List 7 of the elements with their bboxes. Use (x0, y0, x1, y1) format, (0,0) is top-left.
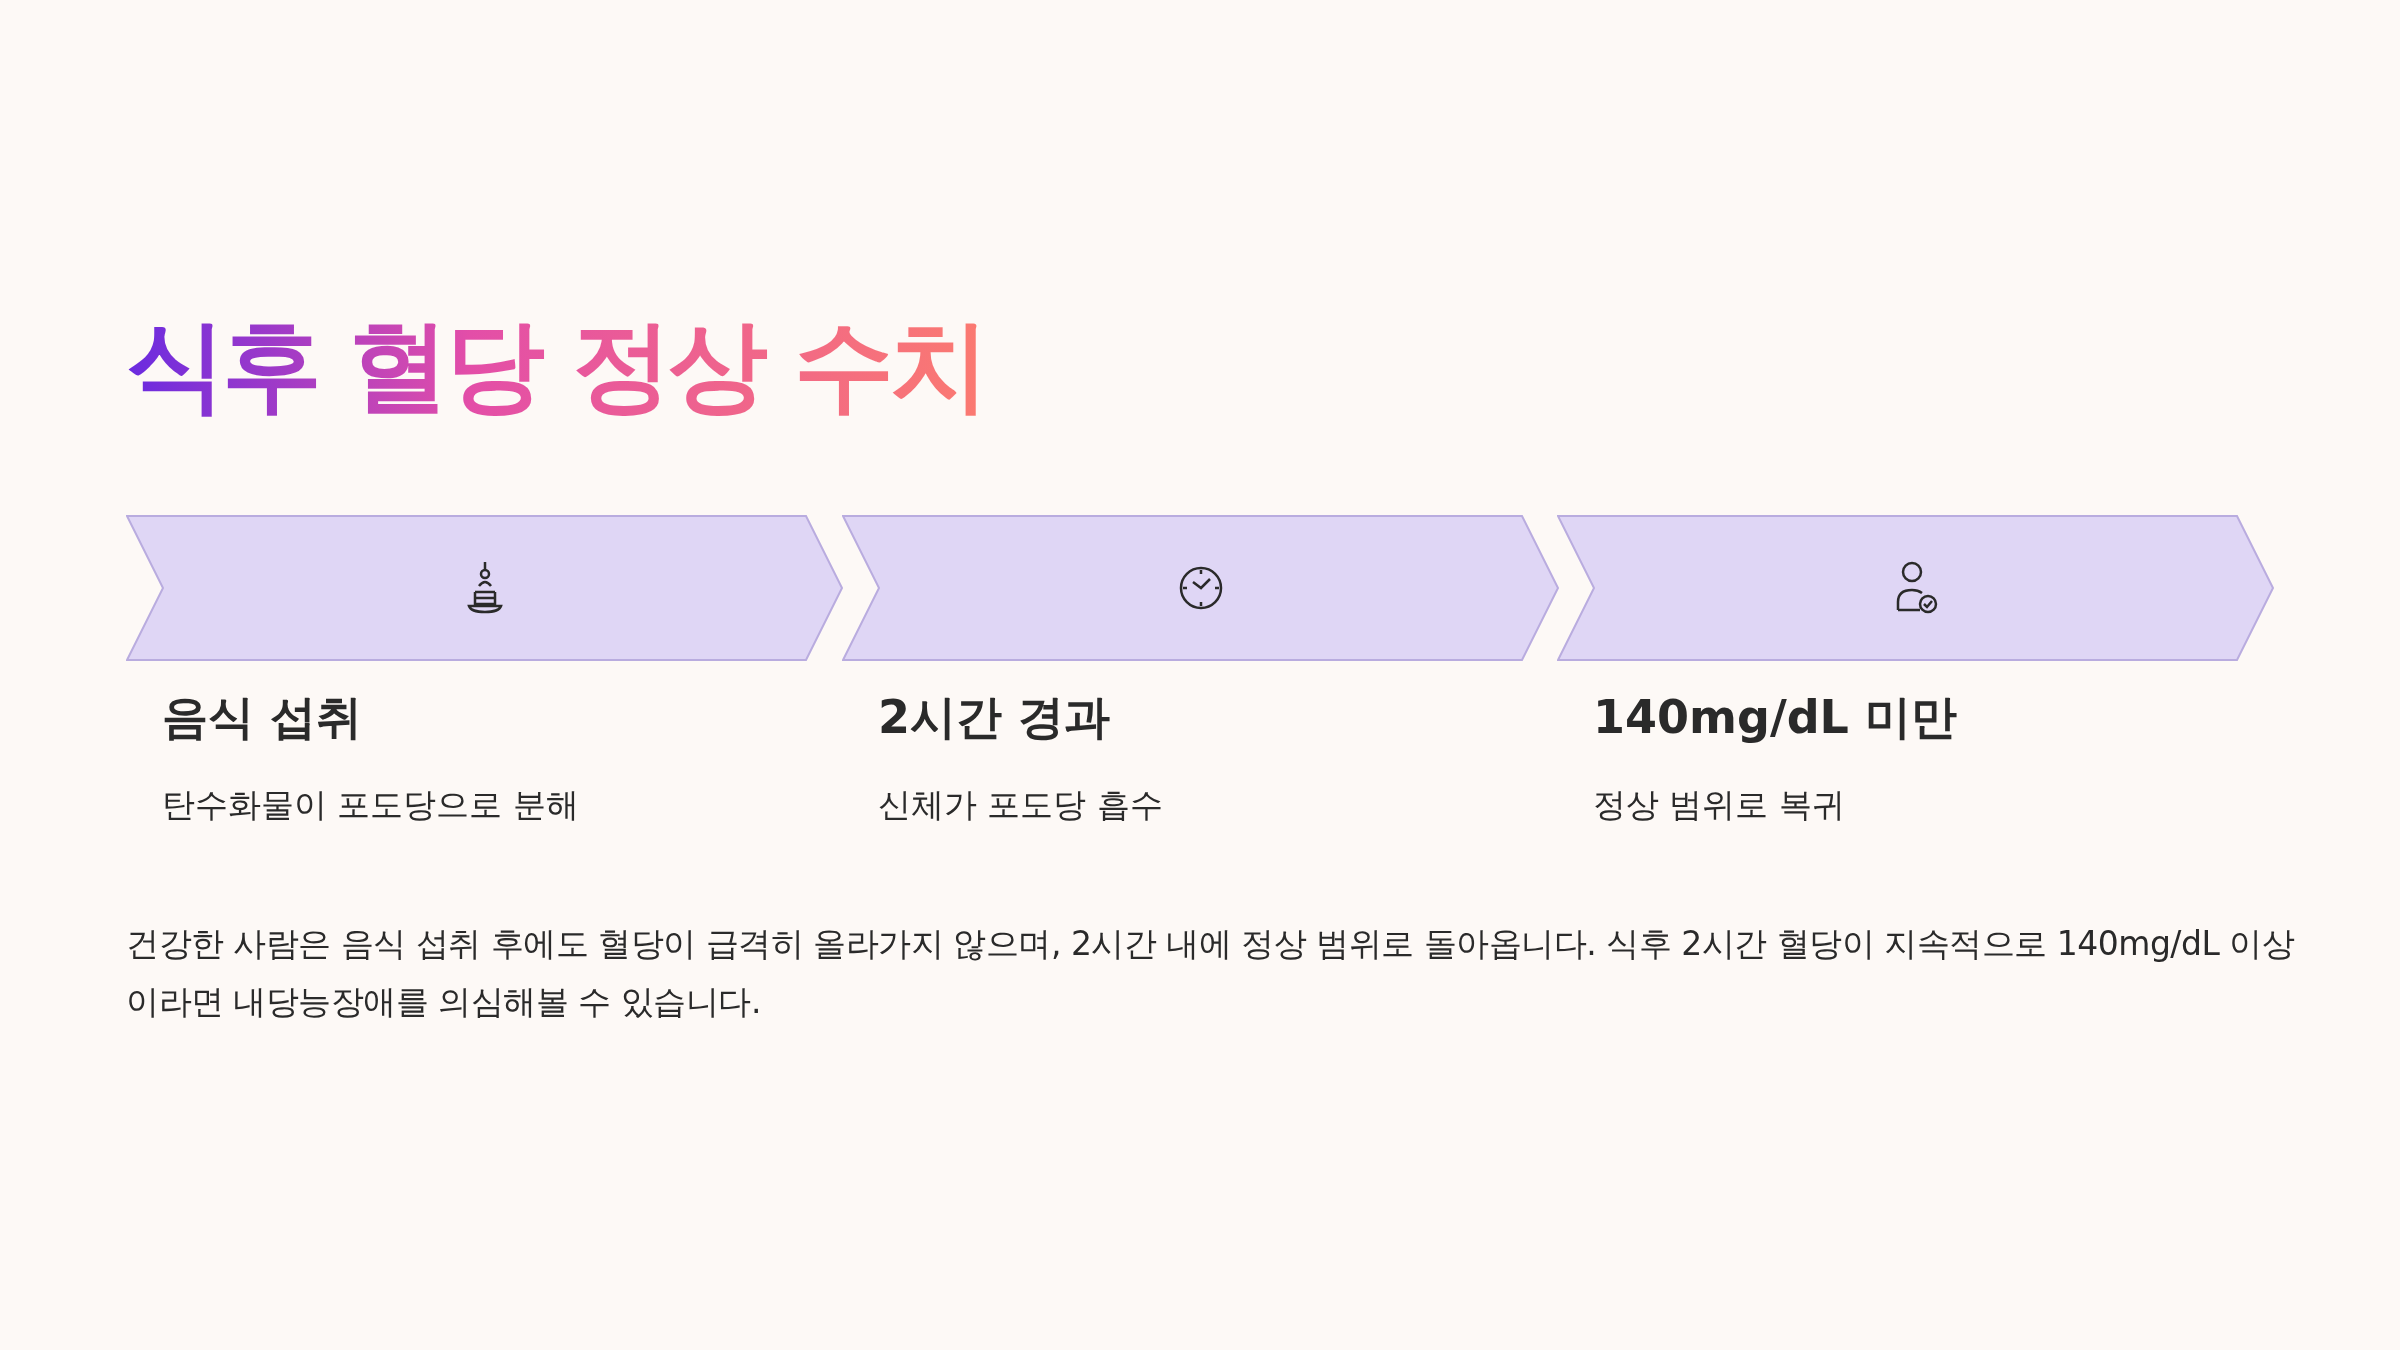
step-heading: 2시간 경과 (878, 689, 1111, 746)
step-heading: 음식 섭취 (162, 689, 362, 746)
step-description: 정상 범위로 복귀 (1593, 784, 1845, 826)
step-description: 탄수화물이 포도당으로 분해 (162, 784, 579, 826)
step-heading: 140mg/dL 미만 (1593, 689, 1957, 746)
step-description: 신체가 포도당 흡수 (878, 784, 1163, 826)
description-paragraph: 건강한 사람은 음식 섭취 후에도 혈당이 급격히 올라가지 않으며, 2시간 내에 정상 범위로 돌아옵니다. 식후 2시간 혈당이 지속적으로 140mg/dL 이상이라면 내당능장애를 의심해볼 수 있습니다. (126, 923, 2296, 1023)
